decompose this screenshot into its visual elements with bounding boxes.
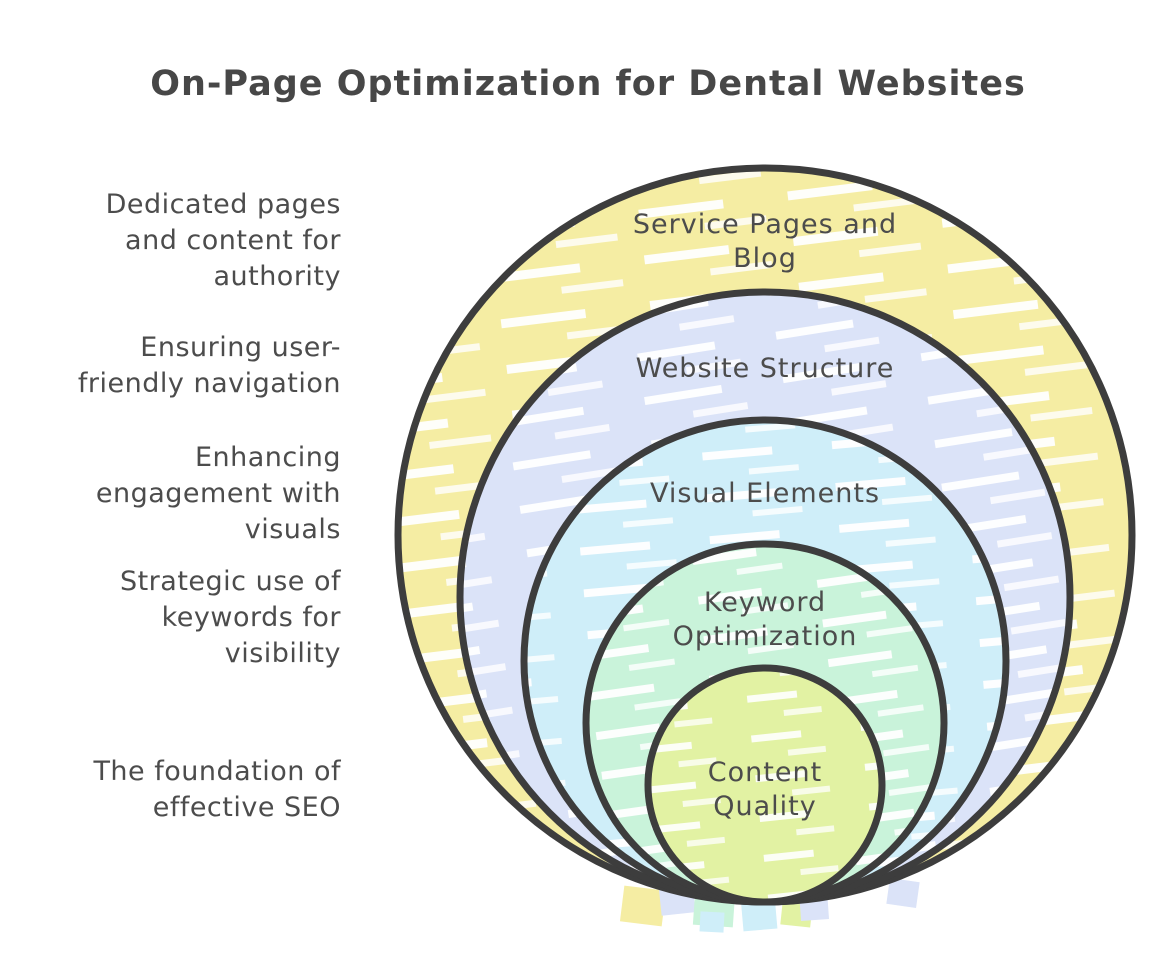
side-note-line: engagement with: [95, 478, 341, 509]
side-note-visual-elements: Enhancing engagement with visuals: [11, 440, 341, 548]
side-note-line: keywords for: [161, 602, 341, 633]
side-note-service-pages: Dedicated pages and content for authorit…: [11, 187, 341, 295]
overshoot-patch: [619, 885, 667, 927]
side-note-line: and content for: [125, 225, 341, 256]
ring-label-keyword-optimization: Keyword: [704, 587, 826, 618]
side-note-line: The foundation of: [93, 756, 341, 787]
ring-label-service-pages: Blog: [733, 243, 797, 274]
ring-content-quality: [644, 664, 886, 906]
side-note-line: authority: [213, 261, 341, 292]
side-note-line: Ensuring user-: [140, 332, 341, 363]
side-note-line: friendly navigation: [77, 368, 341, 399]
ring-label-content-quality: Quality: [713, 791, 816, 822]
ring-label-content-quality: Content: [708, 757, 822, 788]
overshoot-patch: [699, 911, 725, 933]
side-note-content-quality: The foundation of effective SEO: [11, 754, 341, 826]
side-note-line: Dedicated pages: [105, 189, 341, 220]
side-note-line: visuals: [244, 514, 341, 545]
side-note-website-structure: Ensuring user- friendly navigation: [11, 330, 341, 402]
side-note-line: Strategic use of: [119, 566, 341, 597]
side-note-keyword-optimization: Strategic use of keywords for visibility: [11, 564, 341, 672]
ring-label-website-structure: Website Structure: [636, 353, 895, 384]
overshoot-patch: [886, 878, 920, 908]
side-note-line: Enhancing: [194, 442, 341, 473]
ring-label-service-pages: Service Pages and: [633, 209, 897, 240]
side-note-line: visibility: [224, 638, 341, 669]
side-note-line: effective SEO: [152, 792, 341, 823]
ring-label-visual-elements: Visual Elements: [650, 478, 880, 509]
page-title: On-Page Optimization for Dental Websites: [150, 64, 1026, 104]
ring-label-keyword-optimization: Optimization: [673, 621, 858, 652]
